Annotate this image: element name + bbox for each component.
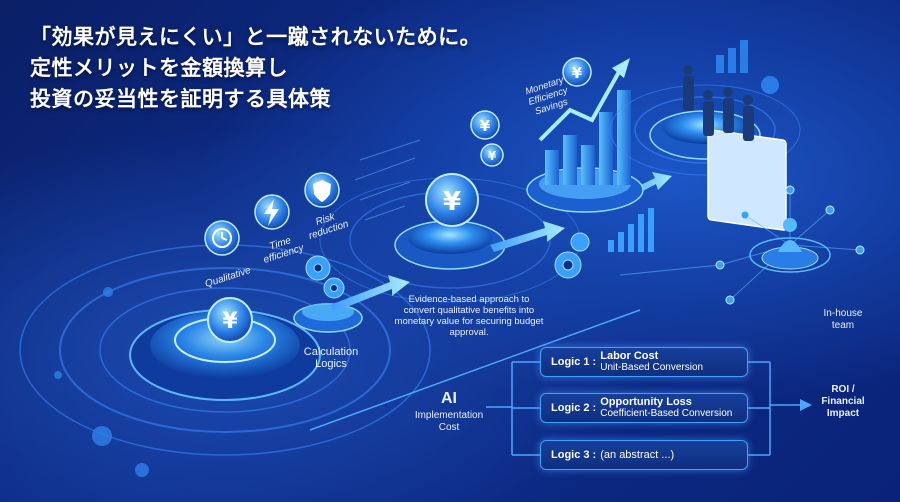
svg-text:¥: ¥ [480,117,491,135]
title-line-2: 定性メリットを金額換算し [30,56,288,80]
logic-3-line-1: (an abstract ...) [600,449,675,461]
title-line-1: 「効果が見えにくい」と一蹴されないために。 [30,25,482,49]
presentation-board [707,40,787,231]
gear-icon-right [554,232,590,279]
title-line-3: 投資の妥当性を証明する具体策 [30,87,331,111]
mini-bars [608,208,654,252]
label-evidence: Evidence-based approach to convert quali… [394,294,544,338]
roi-arrow-head [800,399,812,411]
logic-box-1: Logic 1 : Labor Cost Unit-Based Conversi… [540,347,748,377]
network-nodes [715,185,865,305]
bar-chart [526,58,644,213]
logic-box-2: Logic 2 : Opportunity Loss Coefficient-B… [540,393,748,423]
yen-coin-left: ¥ [207,297,253,343]
svg-text:¥: ¥ [572,64,583,82]
shield-icon [304,172,340,208]
logic-2-line-1: Opportunity Loss [600,396,692,408]
logic-1-line-1: Labor Cost [600,350,659,362]
svg-text:¥: ¥ [443,187,461,217]
svg-text:¥: ¥ [488,149,497,163]
label-roi: ROI / Financial Impact [821,384,865,419]
presenters [683,65,754,141]
logic-2-line-2: Coefficient-Based Conversion [600,408,733,419]
middle-disc [394,220,506,270]
yen-coin-middle: ¥ [425,173,479,227]
yen-coin-top: ¥ [562,57,592,87]
svg-text:¥: ¥ [222,309,238,334]
calc-disc [293,303,363,333]
label-inhouse-team: In-house team [823,308,863,331]
yen-coin-small-1: ¥ [470,110,500,140]
yen-coin-small-2: ¥ [480,143,504,167]
data-stream [354,139,421,221]
ring-dots [54,287,149,477]
lightning-icon [254,194,290,230]
inhouse-platform [749,218,831,273]
left-disc [129,309,321,401]
logic-connectors [309,309,800,456]
logic-2-number: Logic 2 : [551,402,597,414]
label-calculation-logics: Calculation Logics [303,346,359,370]
gear-icon [305,255,345,299]
logic-1-number: Logic 1 : [551,356,597,368]
label-ai: AI [441,390,457,407]
page-title: 「効果が見えにくい」と一蹴されないために。 定性メリットを金額換算し 投資の妥当… [30,22,550,115]
label-ai-implementation-cost: Implementation Cost [414,410,484,433]
clock-icon [204,220,240,256]
logic-box-3: Logic 3 : (an abstract ...) [540,440,748,470]
logic-1-line-2: Unit-Based Conversion [600,362,704,373]
logic-3-number: Logic 3 : [551,449,597,461]
